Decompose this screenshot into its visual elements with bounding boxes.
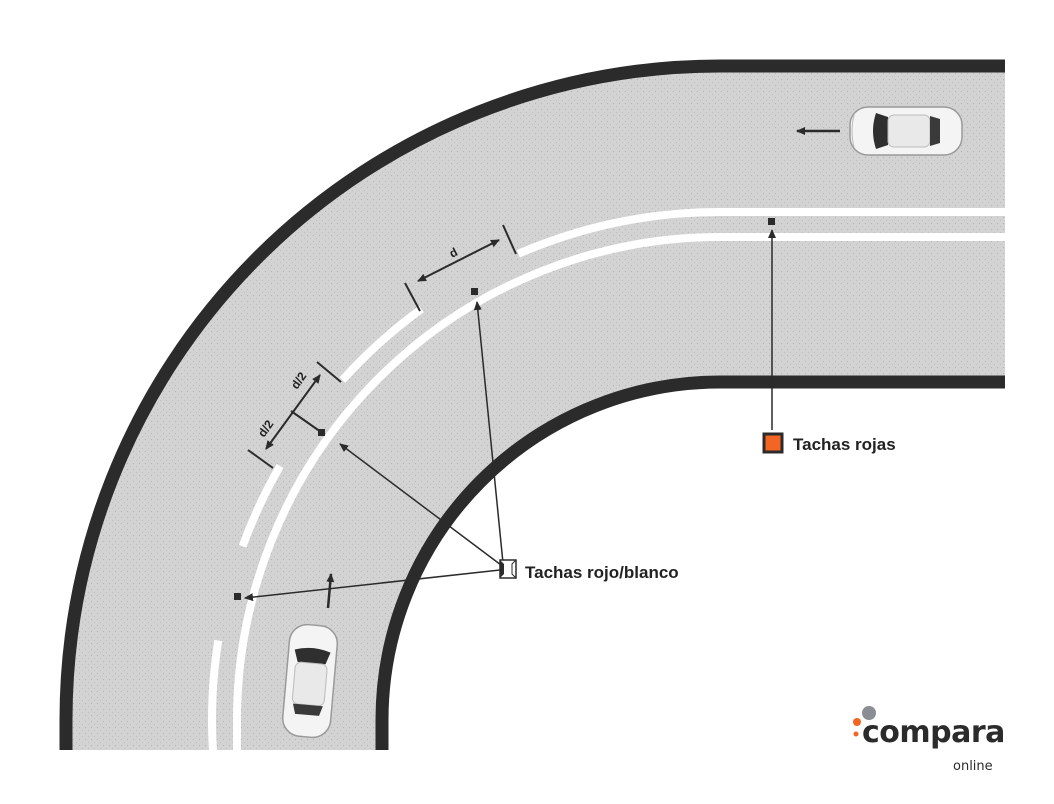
outer-road-edge [59, 59, 1005, 750]
car-top [849, 106, 963, 156]
dimension-tick [502, 224, 517, 255]
red-stud-label: Tachas rojas [793, 435, 896, 454]
dashed-center-line [208, 208, 721, 752]
logo-orange-dot [853, 718, 861, 726]
center-line-dash [339, 305, 424, 383]
stud-marker [318, 429, 325, 436]
logo-gray-dot [862, 706, 876, 720]
logo-sub-text: online [953, 759, 993, 774]
center-line-dash [208, 639, 223, 752]
compara-online-logo: compara online [853, 706, 1005, 774]
inner-road-edge [375, 375, 1005, 750]
solid-center-line [233, 233, 1005, 750]
dimension-tick [247, 449, 274, 469]
stud-marker [234, 593, 241, 600]
dimension-tick [316, 361, 342, 383]
stud-marker [768, 218, 775, 225]
logo-orange-dot-small [853, 731, 859, 737]
pointer-arrow [339, 443, 502, 566]
dimension-arrow-half [265, 374, 321, 450]
red-white-stud-legend-icon [499, 559, 517, 579]
dimension-tick [404, 282, 421, 312]
red-stud-legend-icon [762, 432, 784, 454]
pointer-arrow [244, 569, 501, 602]
logo-main-text: compara [862, 715, 1005, 750]
red-white-stud-label: Tachas rojo/blanco [525, 563, 679, 582]
pointer-arrow [473, 301, 504, 564]
dimension-arrow-d [417, 239, 500, 282]
stud-marker [471, 288, 478, 295]
direction-arrow-bottom [326, 573, 335, 609]
center-line-dash [238, 464, 284, 548]
center-line-dash [516, 208, 721, 258]
road-surface [66, 66, 1005, 750]
car-bottom [281, 623, 339, 739]
